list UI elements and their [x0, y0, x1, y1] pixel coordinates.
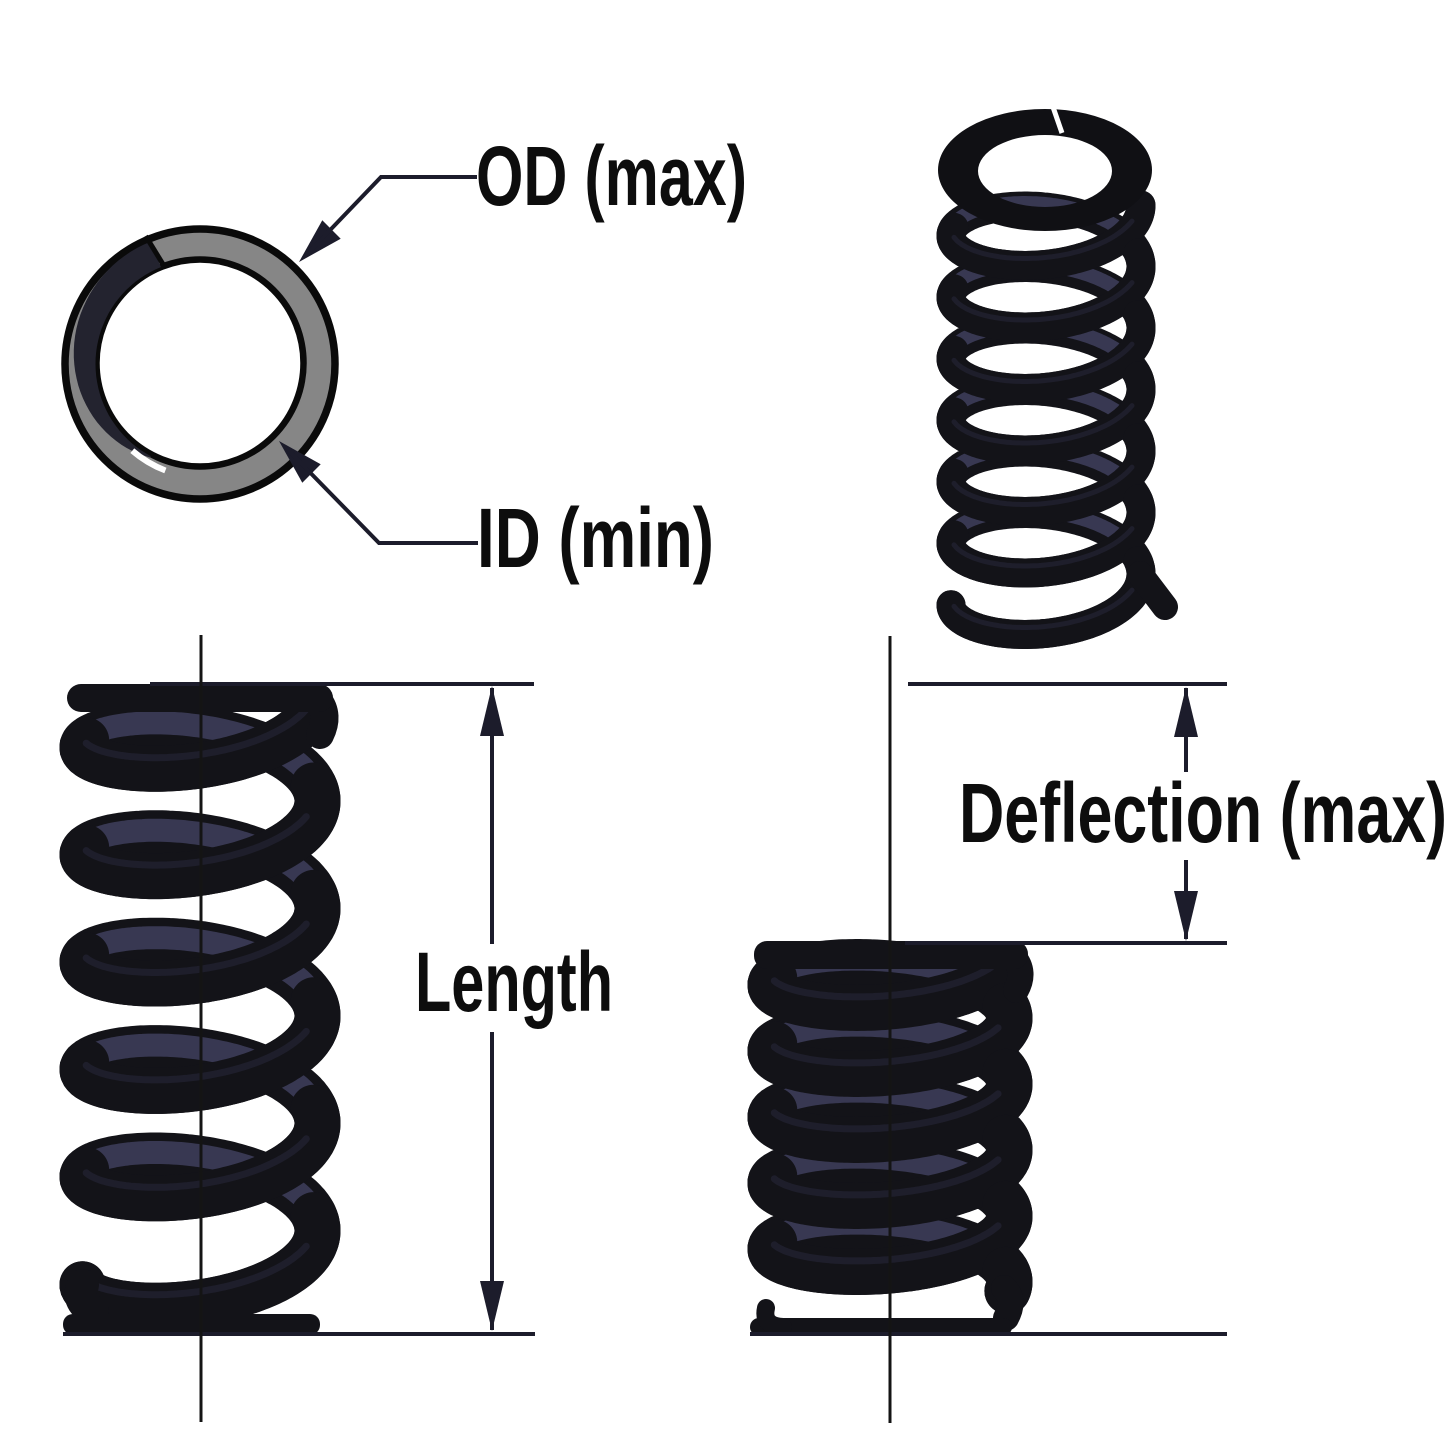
svg-text:Deflection (max): Deflection (max)	[959, 766, 1445, 860]
svg-text:OD (max): OD (max)	[476, 129, 747, 223]
svg-text:Length: Length	[415, 935, 613, 1029]
svg-text:ID (min): ID (min)	[477, 491, 714, 585]
